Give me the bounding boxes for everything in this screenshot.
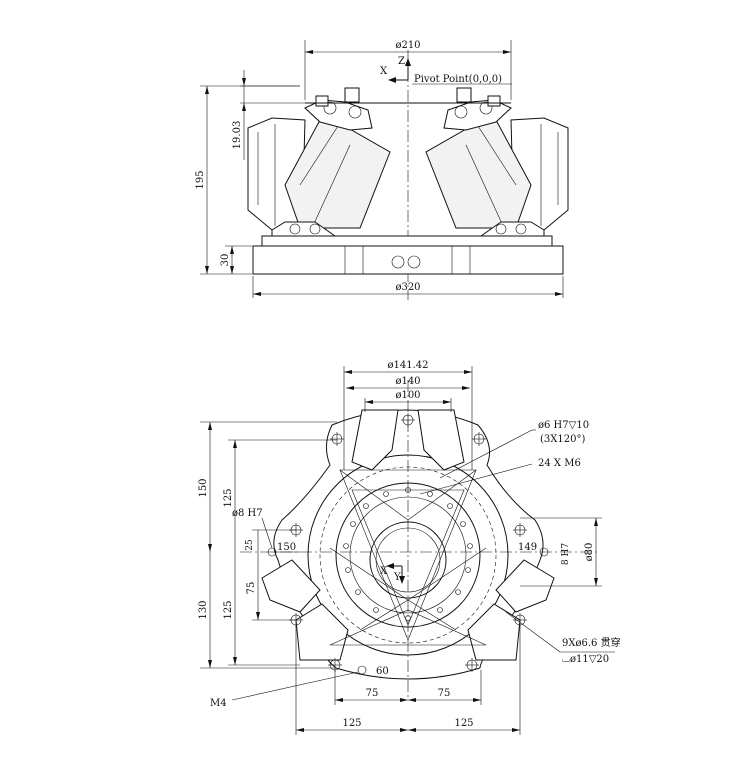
dim-75-right: 75	[438, 688, 451, 699]
dim-150-left: 150	[277, 542, 296, 553]
dim-75-vert: 75	[246, 582, 257, 595]
base-hole-icon	[391, 255, 405, 269]
callout-cbore: ⌴ø11▽20	[562, 654, 609, 665]
pivot-point-label: Pivot Point(0,0,0)	[414, 74, 502, 85]
center-bore	[369, 521, 447, 599]
callout-m6: 24 X M6	[538, 458, 581, 469]
dim-125-upper: 125	[223, 488, 234, 507]
top-axis-y-label: Y	[393, 572, 401, 583]
dim-d100: ø100	[395, 390, 420, 401]
dim-pivot-offset: 19.03	[232, 121, 243, 150]
mount-hole-icon	[513, 523, 527, 537]
dim-60: 60	[376, 666, 389, 677]
dim-125-left: 125	[342, 718, 361, 729]
dim-75-left: 75	[366, 688, 379, 699]
mount-hole-icon	[330, 432, 344, 446]
pin-hole-icon	[539, 547, 549, 557]
dim-d8-left: ø8 H7	[232, 508, 263, 519]
dim-149-right: 149	[518, 542, 537, 553]
dim-150-vert: 150	[198, 478, 209, 497]
motor-top-left	[351, 409, 399, 471]
axis-z-label: Z	[398, 56, 405, 67]
dim-d14142: ø141.42	[387, 360, 428, 371]
callout-holes: 9Xø6.6 贯穿	[562, 636, 621, 649]
x-axis-arrow-icon	[388, 77, 396, 83]
y-axis-arrow-icon	[399, 576, 405, 584]
dim-base-height: 30	[220, 254, 231, 267]
dim-top-diameter: ø210	[395, 40, 420, 51]
dim-125-right: 125	[454, 718, 473, 729]
mount-hole-icon	[465, 658, 479, 672]
mount-hole-icon	[472, 432, 486, 446]
dim-d140: ø140	[395, 376, 420, 387]
motor-left-lower	[295, 603, 349, 661]
top-view: X Y ø141.42 ø140 ø100 ø6 H7▽10 (3X120°) …	[198, 360, 621, 735]
dim-25: 25	[245, 539, 255, 551]
z-axis-arrow-icon	[405, 58, 411, 66]
top-axis-x-label: X	[380, 566, 388, 577]
callout-pin-count: (3X120°)	[540, 434, 585, 445]
base-plate	[252, 245, 564, 275]
x-axis-arrow-icon	[386, 563, 394, 569]
dim-height: 195	[195, 170, 206, 189]
axis-x-label: X	[380, 66, 388, 77]
front-view: ø210 Z X Pivot Point(0,0,0) 195 19.03 30	[195, 40, 569, 300]
mount-hole-icon	[401, 413, 415, 427]
motor-left-upper	[261, 559, 321, 613]
callout-pin-holes: ø6 H7▽10	[538, 420, 589, 431]
base-outline	[273, 409, 544, 680]
callout-m4: M4	[210, 698, 227, 709]
dim-125-lower: 125	[223, 600, 234, 619]
base-hole-icon	[407, 255, 421, 269]
dim-d80: ø80	[584, 543, 595, 562]
dim-base-diameter: ø320	[395, 282, 420, 293]
motor-right-lower	[467, 603, 521, 661]
m4-hole-icon	[357, 665, 367, 675]
motor-top-right	[417, 409, 465, 471]
dim-130: 130	[198, 600, 209, 619]
dim-d8-right: 8 H7	[561, 543, 571, 565]
